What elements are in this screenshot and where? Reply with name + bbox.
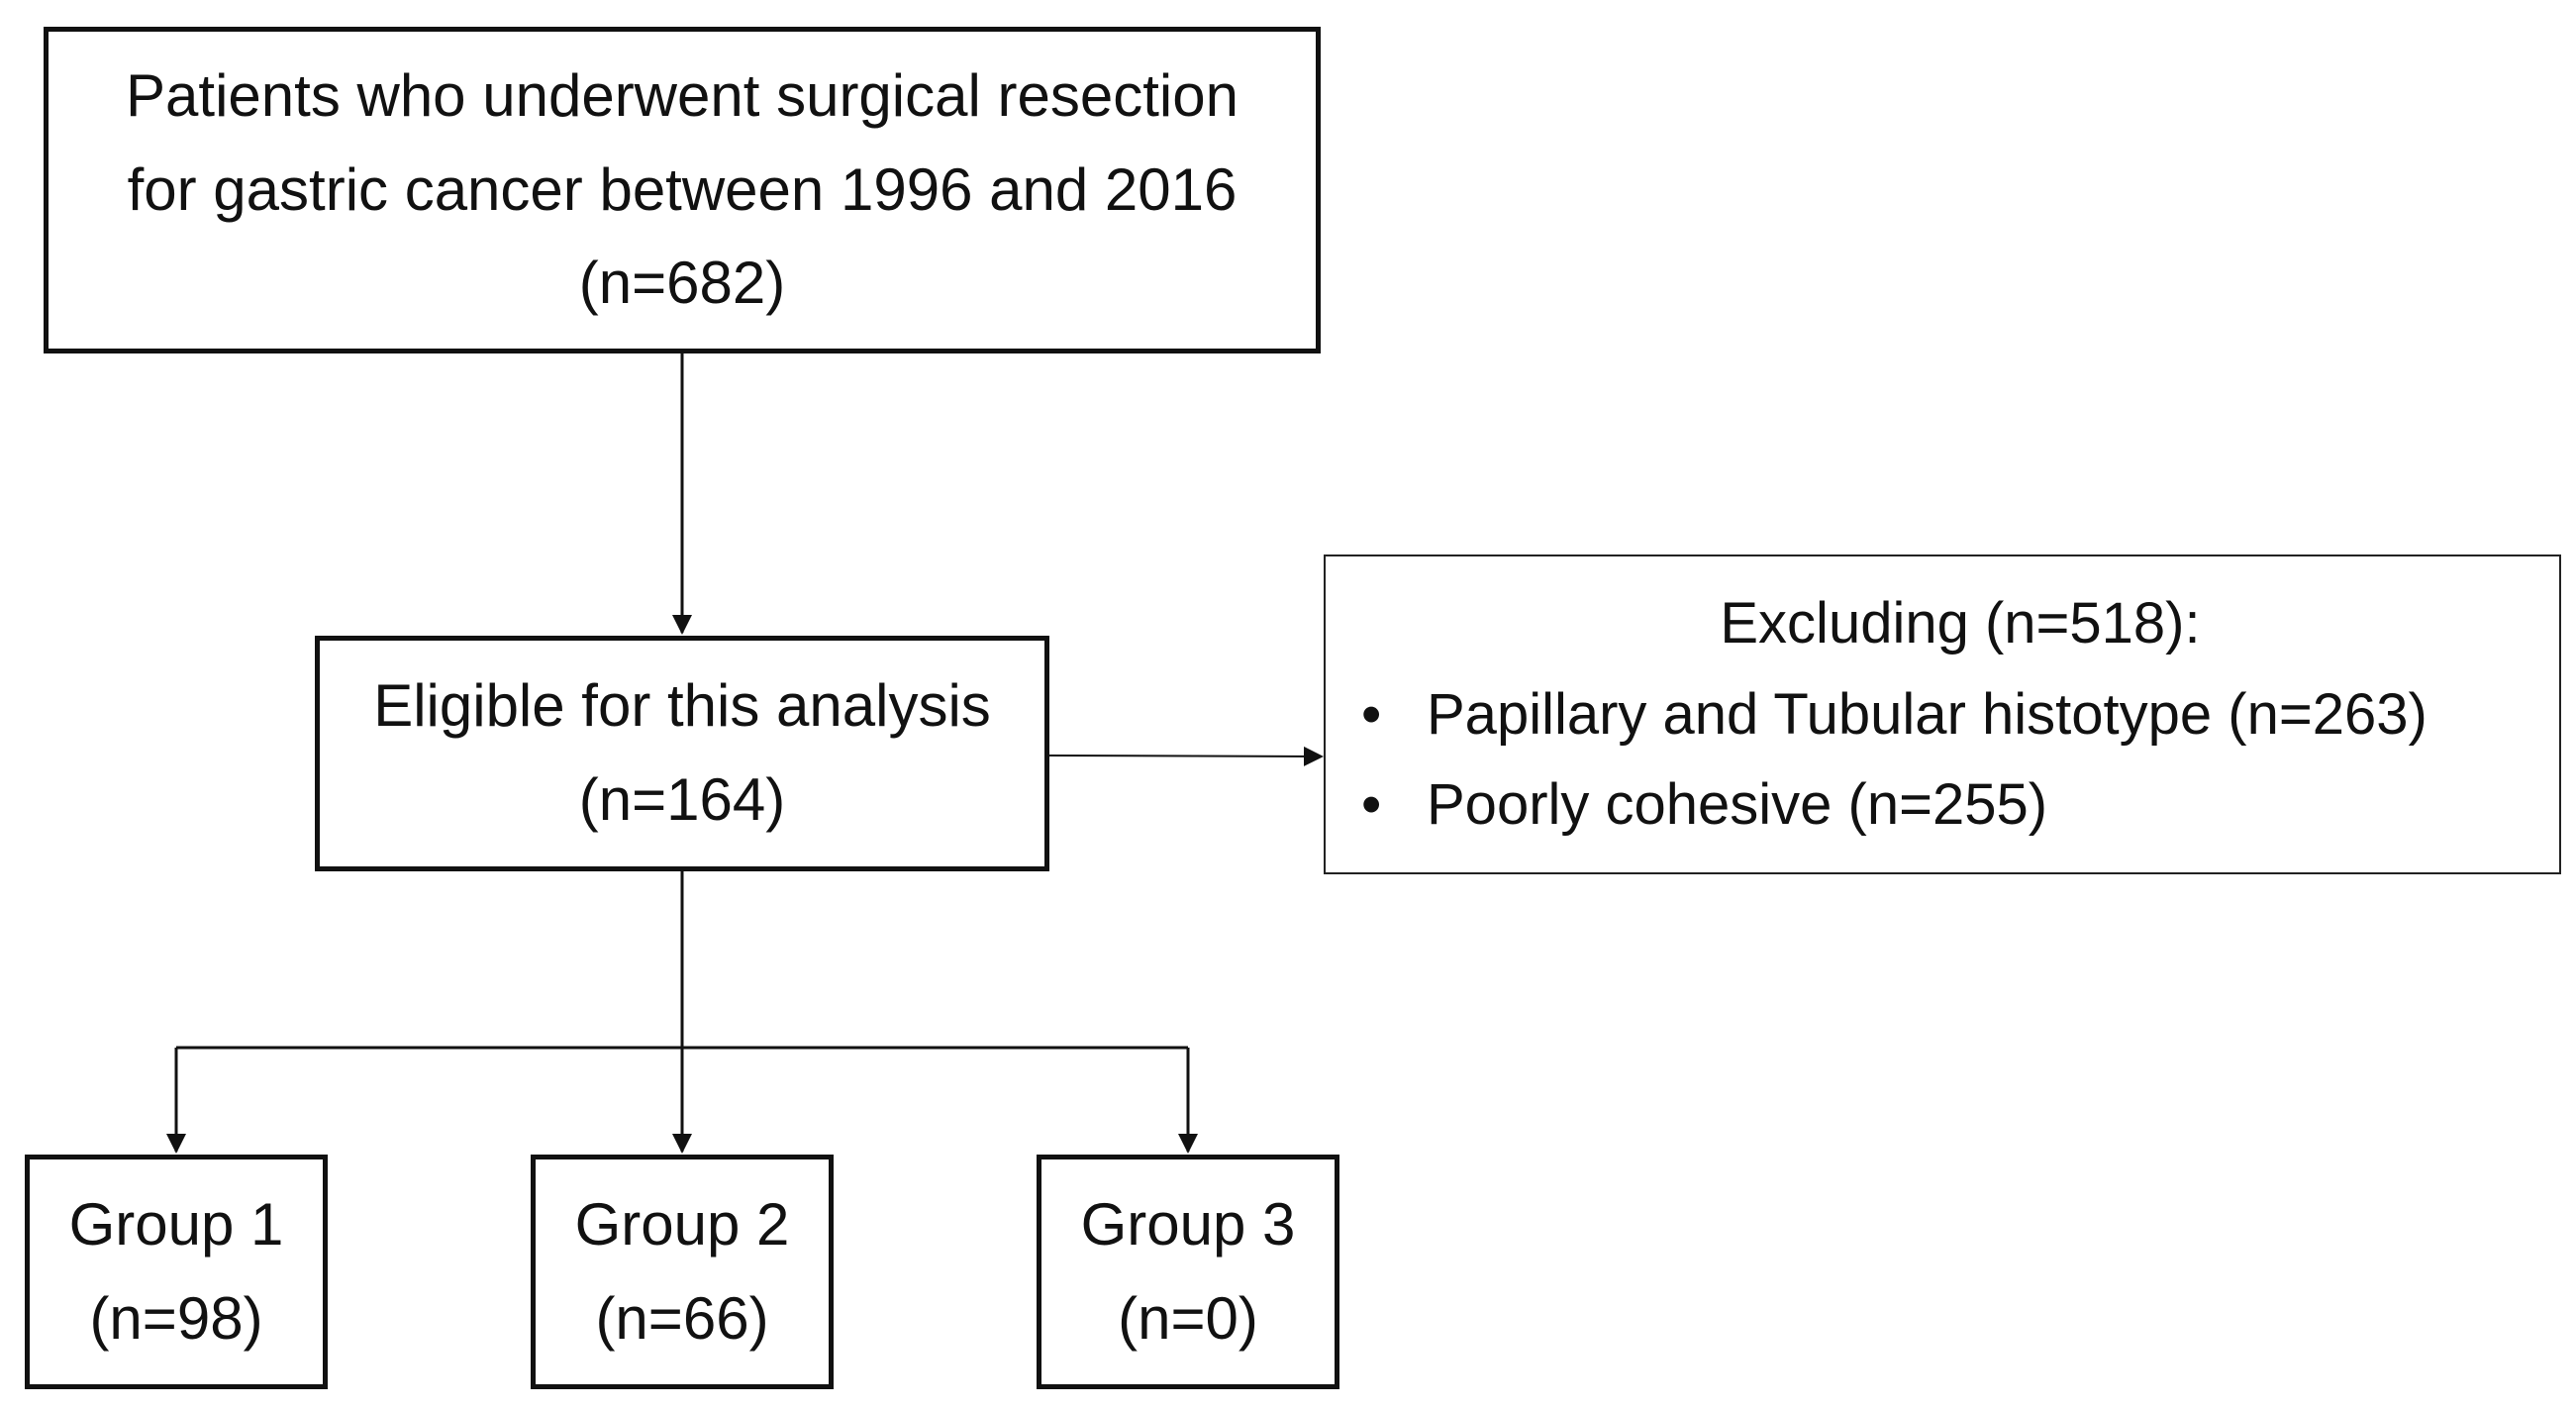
exclusion-item: • Papillary and Tubular histotype (n=263… — [1361, 669, 2427, 760]
all-patients-line-2: for gastric cancer between 1996 and 2016 — [127, 155, 1238, 223]
exclusion-item: • Poorly cohesive (n=255) — [1361, 759, 2047, 851]
all-patients-count: (n=682) — [578, 250, 786, 317]
box-group-2: Group 2 (n=66) — [531, 1155, 834, 1389]
exclusion-item-label: Poorly cohesive (n=255) — [1427, 772, 2048, 838]
box-eligible: Eligible for this analysis (n=164) — [315, 636, 1049, 871]
group-1-count: (n=98) — [89, 1284, 263, 1352]
box-all-patients: Patients who underwent surgical resectio… — [44, 27, 1321, 353]
box-group-3: Group 3 (n=0) — [1037, 1155, 1339, 1389]
group-2-count: (n=66) — [595, 1284, 769, 1352]
group-2-label: Group 2 — [574, 1190, 790, 1258]
group-3-count: (n=0) — [1118, 1284, 1258, 1352]
group-1-label: Group 1 — [68, 1190, 284, 1258]
exclusion-title: Excluding (n=518): — [1720, 591, 2201, 656]
group-3-label: Group 3 — [1080, 1190, 1296, 1258]
box-group-1: Group 1 (n=98) — [25, 1155, 328, 1389]
all-patients-line-1: Patients who underwent surgical resectio… — [126, 61, 1238, 129]
box-exclusion: Excluding (n=518): • Papillary and Tubul… — [1324, 554, 2561, 874]
bullet-icon: • — [1361, 681, 1382, 747]
eligible-count: (n=164) — [578, 766, 786, 833]
bullet-icon: • — [1361, 772, 1382, 838]
exclusion-item-label: Papillary and Tubular histotype (n=263) — [1427, 681, 2427, 747]
eligible-label: Eligible for this analysis — [373, 672, 991, 740]
